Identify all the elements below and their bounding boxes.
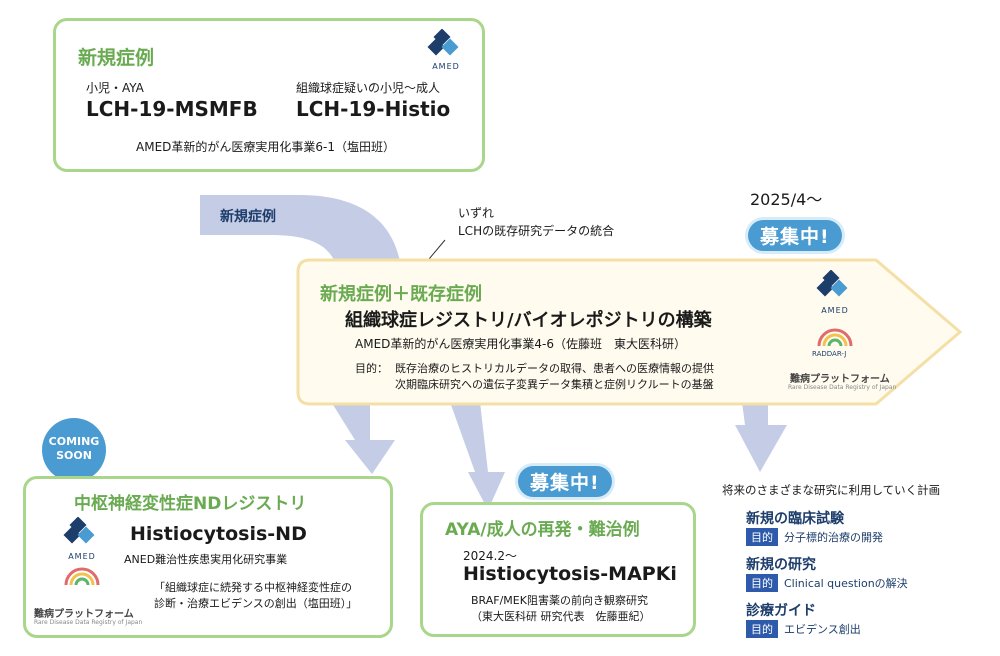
lch-msmfb-sub: 小児・AYA xyxy=(86,81,144,95)
purpose-label: 目的： xyxy=(355,362,388,375)
to-nd-arrow xyxy=(330,400,395,474)
raddar-logo-icon xyxy=(817,328,853,347)
integration-note-2: LCHの既存研究データの統合 xyxy=(458,224,615,238)
central-box-shape xyxy=(296,258,963,406)
purpose-tag: 目的 xyxy=(746,620,778,638)
amed-logo-text: AMED xyxy=(821,306,849,315)
future-item-2-title: 新規の研究 xyxy=(746,557,816,573)
aya-desc-1: BRAF/MEK阻害薬の前向き観察研究 xyxy=(471,594,648,607)
nd-desc-1: 「組織球症に続発する中枢神経変性症の xyxy=(154,581,352,594)
new-cases-arrow xyxy=(200,195,400,262)
central-title: 新規症例＋既存症例 xyxy=(320,284,482,305)
new-cases-box: 新規症例 小児・AYA LCH-19-MSMFB 組織球症疑いの小児～成人 LC… xyxy=(53,18,485,172)
central-main: 組織球症レジストリ/バイオレポジトリの構築 xyxy=(345,310,712,331)
top-box-footer: AMED革新的がん医療実用化事業6-1（塩田班） xyxy=(136,140,395,154)
raddar-logo-icon xyxy=(64,567,100,586)
coming-soon-line2: SOON xyxy=(56,449,92,462)
purpose-tag: 目的 xyxy=(746,528,778,546)
amed-logo-icon xyxy=(816,270,848,297)
raddar-sub: Rare Disease Data Registry of Japan xyxy=(34,619,143,626)
raddar-name: 難病プラットフォーム xyxy=(790,374,890,385)
recruiting-badge-aya: 募集中! xyxy=(518,466,612,497)
nd-name: Histiocytosis-ND xyxy=(130,523,307,545)
future-item-1-title: 新規の臨床試験 xyxy=(746,511,844,527)
raddar-sub: Rare Disease Data Registry of Japan xyxy=(788,384,897,391)
central-sub: AMED革新的がん医療実用化事業4-6（佐藤班 東大医科研） xyxy=(355,337,686,351)
integration-note-1: いずれ xyxy=(458,206,495,220)
nd-registry-box: 中枢神経変性症NDレジストリ AMED 難病プラットフォーム Rare Dise… xyxy=(23,476,393,638)
coming-soon-badge: COMING SOON xyxy=(42,418,106,482)
coming-soon-line1: COMING xyxy=(48,435,100,448)
start-date-label: 2025/4～ xyxy=(750,190,823,209)
future-item-1-desc: 分子標的治療の開発 xyxy=(784,531,883,544)
lch-msmfb-name: LCH-19-MSMFB xyxy=(86,97,258,121)
aya-title: AYA/成人の再発・難治例 xyxy=(445,520,640,540)
new-cases-arrow-label: 新規症例 xyxy=(220,209,276,225)
amed-logo-text: AMED xyxy=(68,552,96,561)
recruiting-badge-top: 募集中! xyxy=(748,220,842,251)
purpose-line-2: 次期臨床研究への遺伝子変異データ集積と症例リクルートの基盤 xyxy=(395,378,714,391)
future-item-3-title: 診療ガイド xyxy=(746,603,816,619)
new-cases-title: 新規症例 xyxy=(78,47,155,69)
nd-sub: ANED難治性疾患実用化研究事業 xyxy=(124,553,288,566)
to-future-arrow xyxy=(735,402,787,472)
amed-logo-icon xyxy=(63,517,95,544)
aya-name: Histiocytosis-MAPKi xyxy=(463,563,677,585)
future-item-3-row: 目的エビデンス創出 xyxy=(746,620,861,638)
nd-title: 中枢神経変性症NDレジストリ xyxy=(74,494,307,514)
future-item-1-row: 目的分子標的治療の開発 xyxy=(746,528,883,546)
raddar-label: RADDAR-J xyxy=(812,350,847,358)
lch-histio-name: LCH-19-Histio xyxy=(296,97,451,121)
future-heading: 将来のさまざまな研究に利用していく計画 xyxy=(722,483,941,497)
amed-logo-text: AMED xyxy=(432,62,460,71)
amed-logo-icon xyxy=(427,29,459,56)
future-item-2-row: 目的 Clinical questionの解決 xyxy=(746,574,908,592)
aya-box: AYA/成人の再発・難治例 2024.2～ Histiocytosis-MAPK… xyxy=(420,502,696,637)
nd-desc-2: 診断・治療エビデンスの創出（塩田班）」 xyxy=(154,597,358,610)
lch-histio-sub: 組織球症疑いの小児～成人 xyxy=(296,81,441,95)
raddar-name: 難病プラットフォーム xyxy=(34,609,134,620)
to-aya-arrow xyxy=(450,402,505,510)
future-item-3-desc: エビデンス創出 xyxy=(784,623,861,636)
purpose-tag: 目的 xyxy=(746,574,778,592)
aya-date: 2024.2～ xyxy=(463,549,517,563)
purpose-line-1: 既存治療のヒストリカルデータの取得、患者への医療情報の提供 xyxy=(395,362,714,375)
future-item-2-desc: Clinical questionの解決 xyxy=(784,577,908,590)
aya-desc-2: （東大医科研 研究代表 佐藤亜紀） xyxy=(471,610,651,623)
